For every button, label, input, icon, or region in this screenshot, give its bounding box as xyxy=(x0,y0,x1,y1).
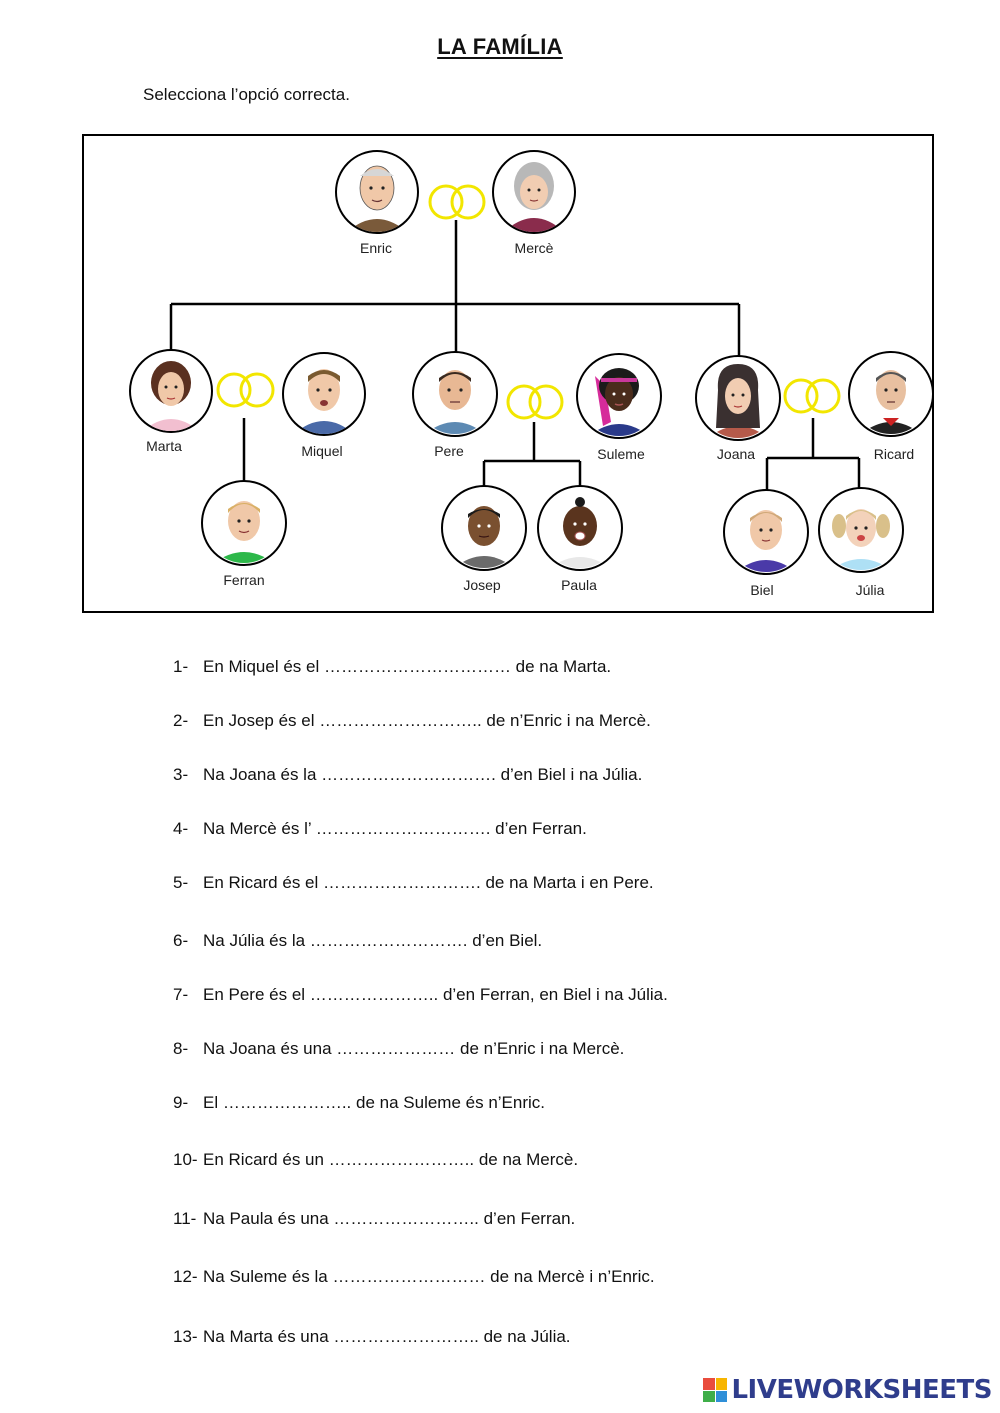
question-item: 9-El ………………….. de na Suleme és n’Enric. xyxy=(173,1093,546,1112)
portrait-suleme xyxy=(576,353,662,439)
portrait-biel xyxy=(723,489,809,575)
name-josep: Josep xyxy=(463,577,501,593)
question-text: Na Joana és la …………………………. d’en Biel i n… xyxy=(203,765,643,784)
question-text: El ………………….. de na Suleme és n’Enric. xyxy=(203,1093,546,1112)
tree-connector-lines xyxy=(169,220,861,494)
wedding-rings-icon xyxy=(216,372,275,408)
page-title: LA FAMÍLIA xyxy=(437,34,563,59)
question-text: Na Paula és una …………………….. d’en Ferran. xyxy=(203,1209,576,1228)
name-miquel: Miquel xyxy=(301,443,342,459)
portrait-pere xyxy=(412,351,498,437)
question-item: 11-Na Paula és una …………………….. d’en Ferra… xyxy=(173,1209,576,1228)
portrait-enric xyxy=(335,150,419,234)
wedding-rings-icon xyxy=(783,378,841,414)
question-text: Na Júlia és la ………………………. d’en Biel. xyxy=(203,931,543,950)
portrait-paula xyxy=(537,485,623,571)
question-text: En Ricard és un …………………….. de na Mercè. xyxy=(203,1150,579,1169)
name-joana: Joana xyxy=(717,446,755,462)
question-item: 4-Na Mercè és l’ …………………………. d’en Ferran… xyxy=(173,819,587,838)
portrait-marta xyxy=(129,349,213,433)
family-tree-diagram: Enric Mercè Marta Miquel Pere Suleme Joa… xyxy=(129,150,934,598)
name-julia: Júlia xyxy=(856,582,885,598)
question-item: 6-Na Júlia és la ………………………. d’en Biel. xyxy=(173,931,543,950)
question-item: 10-En Ricard és un …………………….. de na Merc… xyxy=(173,1150,579,1169)
name-marta: Marta xyxy=(146,438,182,454)
portrait-merce xyxy=(492,150,576,234)
portrait-miquel xyxy=(282,352,366,436)
name-ricard: Ricard xyxy=(874,446,914,462)
name-pere: Pere xyxy=(434,443,464,459)
question-item: 5-En Ricard és el ………………………. de na Marta… xyxy=(173,873,654,892)
question-item: 12-Na Suleme és la ……………………… de na Mercè… xyxy=(173,1267,655,1286)
question-text: En Miquel és el …………………………… de na Marta. xyxy=(203,657,612,676)
question-item: 2-En Josep és el ……………………….. de n’Enric … xyxy=(173,711,651,730)
instruction-text: Selecciona l’opció correcta. xyxy=(143,85,350,104)
liveworksheets-logo-text: LIVEWORKSHEETS xyxy=(731,1375,992,1405)
liveworksheets-logo-icon xyxy=(703,1378,728,1402)
portrait-josep xyxy=(441,485,527,571)
name-biel: Biel xyxy=(750,582,773,598)
question-item: 3-Na Joana és la …………………………. d’en Biel i… xyxy=(173,765,643,784)
question-item: 13-Na Marta és una …………………….. de na Júli… xyxy=(173,1327,571,1346)
question-text: Na Joana és una ………………… de n’Enric i na … xyxy=(203,1039,625,1058)
wedding-rings-icon xyxy=(428,184,486,220)
portrait-julia xyxy=(818,487,904,573)
name-paula: Paula xyxy=(561,577,597,593)
name-merce: Mercè xyxy=(515,240,554,256)
name-suleme: Suleme xyxy=(597,446,645,462)
portrait-joana xyxy=(695,355,781,441)
wedding-rings-icon xyxy=(506,384,564,420)
name-enric: Enric xyxy=(360,240,392,256)
liveworksheets-logo: LIVEWORKSHEETS xyxy=(703,1375,992,1405)
question-item: 7-En Pere és el ………………….. d’en Ferran, e… xyxy=(173,985,668,1004)
family-tree-frame: Enric Mercè Marta Miquel Pere Suleme Joa… xyxy=(82,134,934,613)
question-text: En Ricard és el ………………………. de na Marta i… xyxy=(203,873,654,892)
question-text: Na Marta és una …………………….. de na Júlia. xyxy=(203,1327,571,1346)
question-text: Na Mercè és l’ …………………………. d’en Ferran. xyxy=(203,819,587,838)
portrait-ricard xyxy=(848,351,934,437)
question-text: En Josep és el ……………………….. de n’Enric i … xyxy=(203,711,651,730)
question-text: Na Suleme és la ……………………… de na Mercè i … xyxy=(203,1267,655,1286)
portrait-ferran xyxy=(201,480,287,566)
name-ferran: Ferran xyxy=(223,572,264,588)
question-text: En Pere és el ………………….. d’en Ferran, en … xyxy=(203,985,668,1004)
question-item: 8-Na Joana és una ………………… de n’Enric i n… xyxy=(173,1039,625,1058)
question-item: 1-En Miquel és el …………………………… de na Mart… xyxy=(173,657,612,676)
